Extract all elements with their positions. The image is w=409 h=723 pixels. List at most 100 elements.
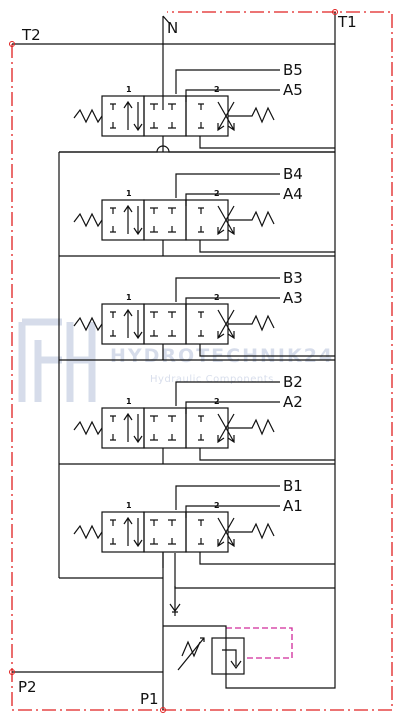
position-label-2: 2 [214, 293, 220, 302]
arrow-cross [217, 517, 235, 548]
port-label-b3: B3 [283, 269, 303, 287]
outlet-line [174, 553, 335, 589]
relief-valve-adjust-arrow [177, 637, 205, 671]
arrow-down [133, 310, 143, 340]
tank-line [199, 552, 335, 565]
tank-line [199, 344, 335, 357]
blocked-port [198, 434, 204, 441]
valve-envelope-3 [185, 511, 229, 553]
work-line-b [175, 381, 280, 406]
port-label-b4: B4 [283, 165, 303, 183]
valve-envelope-2 [143, 199, 187, 241]
port-dot-t1 [332, 9, 338, 15]
blocked-port [168, 519, 176, 526]
valve-envelope-2 [143, 511, 187, 553]
arrow-cross [217, 413, 235, 444]
arrow-down [133, 518, 143, 548]
port-label-a2: A2 [283, 393, 303, 411]
blocked-port [110, 330, 116, 337]
tank-line [199, 240, 335, 253]
blocked-port [168, 311, 176, 318]
position-label-2: 2 [214, 85, 220, 94]
blocked-port [168, 330, 176, 337]
blocked-port [168, 434, 176, 441]
blocked-port [150, 207, 158, 214]
blocked-port [198, 415, 204, 422]
port-label-p1: P1 [140, 690, 159, 708]
port-label-a4: A4 [283, 185, 303, 203]
port-label-b5: B5 [283, 61, 303, 79]
position-label-2: 2 [214, 397, 220, 406]
blocked-port [198, 311, 204, 318]
arrow-up [123, 204, 133, 234]
valve-envelope-2 [143, 303, 187, 345]
blocked-port [110, 122, 116, 129]
port-label-t1: T1 [337, 13, 357, 31]
blocked-port [168, 538, 176, 545]
relief-valve-body [211, 637, 245, 675]
watermark-logo [18, 318, 96, 402]
port-dot-p2 [9, 669, 15, 675]
arrow-up [123, 412, 133, 442]
arrow-down [133, 414, 143, 444]
port-label-p2: P2 [18, 678, 37, 696]
spring-left [73, 420, 103, 436]
valve-envelope-3 [185, 303, 229, 345]
spring-left [73, 108, 103, 124]
port-label-b1: B1 [283, 477, 303, 495]
blocked-port [198, 226, 204, 233]
spring-right [228, 314, 275, 332]
blocked-port [110, 415, 116, 422]
arrow-cross [217, 101, 235, 132]
blocked-port [150, 415, 158, 422]
spring-left [73, 316, 103, 332]
position-label-1: 1 [126, 293, 132, 302]
spring-right [228, 210, 275, 228]
blocked-port [150, 122, 158, 129]
spring-left [73, 524, 103, 540]
blocked-port [168, 226, 176, 233]
blocked-port [198, 538, 204, 545]
work-line-b [175, 173, 280, 198]
blocked-port [150, 103, 158, 110]
section-divider [59, 145, 335, 153]
position-label-1: 1 [126, 189, 132, 198]
port-label-t2: T2 [21, 26, 41, 44]
port-dot-t2 [9, 41, 15, 47]
blocked-port [150, 434, 158, 441]
port-label-a5: A5 [283, 81, 303, 99]
position-label-1: 1 [126, 85, 132, 94]
arrow-cross [217, 309, 235, 340]
arrow-cross [217, 205, 235, 236]
tank-line [199, 448, 335, 461]
spring-right [228, 106, 275, 124]
port-label-a3: A3 [283, 289, 303, 307]
spring-right [228, 418, 275, 436]
port-dot-p1 [160, 707, 166, 713]
valve-envelope-2 [143, 95, 187, 137]
work-line-b [175, 69, 280, 94]
blocked-port [110, 207, 116, 214]
blocked-port [150, 538, 158, 545]
position-label-1: 1 [126, 501, 132, 510]
arrow-down [133, 102, 143, 132]
blocked-port [110, 103, 116, 110]
blocked-port [110, 519, 116, 526]
position-label-2: 2 [214, 501, 220, 510]
relief-valve-spring [181, 640, 201, 658]
blocked-port [198, 330, 204, 337]
blocked-port [168, 103, 176, 110]
blocked-port [150, 330, 158, 337]
arrow-up [123, 100, 133, 130]
port-label-n: N [167, 19, 178, 37]
blocked-port [198, 122, 204, 129]
valve-envelope-3 [185, 199, 229, 241]
blocked-port [110, 434, 116, 441]
blocked-port [168, 207, 176, 214]
blocked-port [168, 122, 176, 129]
